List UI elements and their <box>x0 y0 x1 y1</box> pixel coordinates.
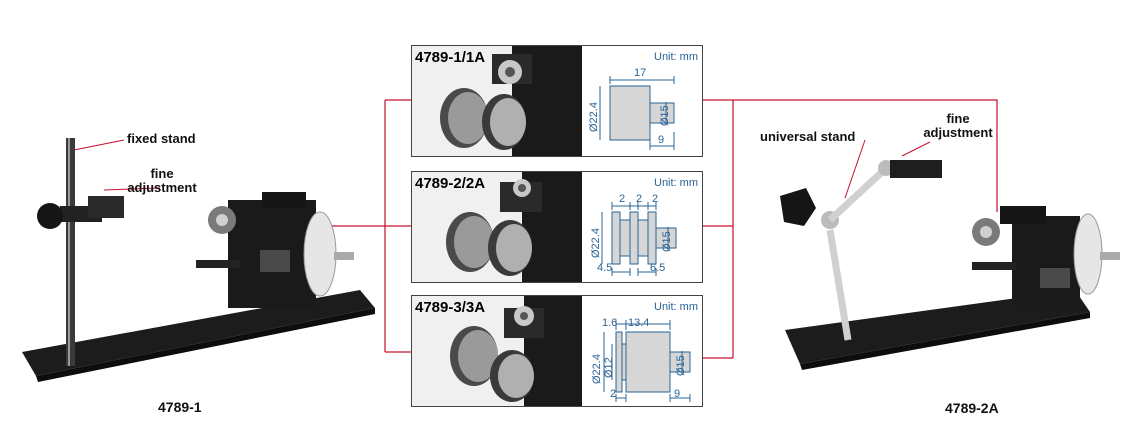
label-universal-stand: universal stand <box>760 129 856 144</box>
card-3-dim-length-top: 13.4 <box>628 317 650 329</box>
left-dial-disc <box>303 211 337 297</box>
left-base-plate <box>22 290 375 376</box>
card-2-dim-head: Ø22.4 <box>590 228 602 258</box>
card-1-dim-length-top: 17 <box>634 67 647 79</box>
right-dial-disc <box>1073 213 1103 295</box>
right-clamp-knob <box>780 188 816 226</box>
leader-fixed-stand <box>73 139 125 151</box>
card-3-dim-inner: Ø12 <box>603 357 615 378</box>
roller-photo-1 <box>412 46 582 156</box>
card-2-unit: Unit: mm <box>654 177 698 189</box>
card-1-dim-length-bottom: 9 <box>658 134 665 146</box>
roller-photo-2 <box>412 172 582 282</box>
right-housing <box>1012 216 1080 306</box>
right-machine-illustration <box>780 160 1120 370</box>
card-2-dim-shaft: Ø15 <box>661 231 673 252</box>
label-fixed-stand: fixed stand <box>127 131 196 146</box>
card-2-dim-right: 6.5 <box>650 262 666 274</box>
card-3-dim-head: Ø22.4 <box>591 354 603 384</box>
roller-photo-3 <box>412 296 582 406</box>
roller-drawing-3: Unit: mm 1.6 13.4 Ø22.4 Ø12 Ø15 2 9 <box>582 296 702 406</box>
model-label-left: 4789-1 <box>158 399 202 415</box>
card-2-dim-left: 4.5 <box>597 262 613 274</box>
label-fine-adjustment-right: fine adjustment <box>920 111 996 141</box>
roller-card-2: 4789-2/2A <box>411 171 703 283</box>
card-2-dim-gap-3: 2 <box>652 193 659 205</box>
left-clamp-knob <box>37 203 63 229</box>
card-3-unit: Unit: mm <box>654 301 698 313</box>
leader-universal-stand <box>844 139 866 199</box>
card-3-title: 4789-3/3A <box>415 299 486 316</box>
leader-fine-adjustment-right <box>901 141 931 157</box>
label-fine-adjustment-left: fine adjustment <box>127 166 197 196</box>
right-base-plate <box>785 290 1090 364</box>
card-1-unit: Unit: mm <box>654 51 698 63</box>
card-3-dim-bottom-right: 9 <box>674 388 681 400</box>
left-top-block <box>262 192 306 208</box>
left-machine-illustration <box>22 138 375 382</box>
card-1-dim-head: Ø22.4 <box>588 102 600 132</box>
card-3-dim-bottom-left: 2 <box>610 388 617 400</box>
right-arm-upper <box>827 169 885 223</box>
card-2-dim-gap-2: 2 <box>636 193 643 205</box>
label-fine-adjustment-right-line2: adjustment <box>923 125 993 141</box>
card-3-dim-shaft: Ø15 <box>675 355 687 376</box>
label-fine-adjustment-left-line1: fine <box>150 166 174 181</box>
card-1-dim-shaft: Ø15 <box>659 105 671 126</box>
leader-fine-adjustment-left <box>103 187 161 191</box>
card-2-title: 4789-2/2A <box>415 175 486 192</box>
roller-drawing-2: Unit: mm 2 2 2 Ø22.4 Ø15 4.5 6.5 <box>582 172 702 282</box>
connector-right-machine <box>733 99 998 212</box>
roller-card-3: 4789-3/3A <box>411 295 703 407</box>
right-top-block <box>1000 206 1046 224</box>
card-2-dim-gap-1: 2 <box>619 193 626 205</box>
model-label-right: 4789-2A <box>945 400 999 416</box>
right-spindle <box>1100 252 1120 260</box>
left-spindle <box>334 252 354 260</box>
right-arm-lower <box>826 229 852 341</box>
card-1-title: 4789-1/1A <box>415 49 486 66</box>
roller-card-1: 4789-1/1A Unit: mm 17 Ø22.4 Ø15 <box>411 45 703 157</box>
left-stand-column <box>66 138 75 366</box>
right-fine-adjust-block <box>890 160 942 178</box>
label-fine-adjustment-right-line1: fine <box>946 111 970 126</box>
card-3-dim-left-top: 1.6 <box>602 317 618 329</box>
label-fine-adjustment-left-line2: adjustment <box>127 180 197 196</box>
left-fine-adjust-block <box>88 196 124 218</box>
roller-drawing-1: Unit: mm 17 Ø22.4 Ø15 9 <box>582 46 702 156</box>
